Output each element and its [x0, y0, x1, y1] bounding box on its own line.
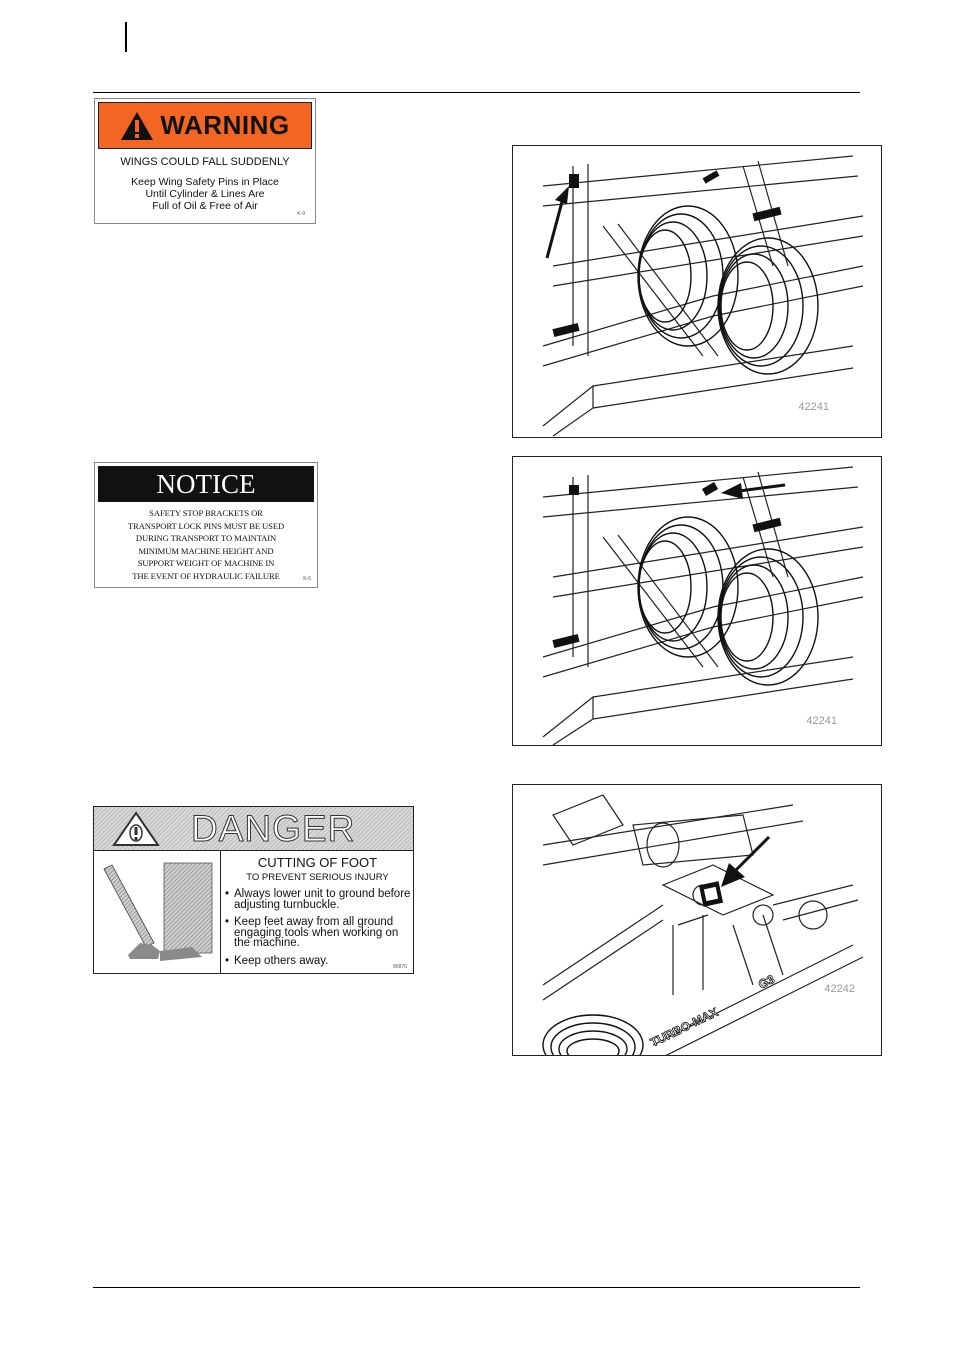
notice-body: SAFETY STOP BRACKETS OR TRANSPORT LOCK P… [99, 507, 313, 583]
figure-hitch-decal: TURBO-MAX G3 42242 [512, 784, 882, 1056]
figure-number: 42242 [824, 983, 855, 995]
danger-heading: CUTTING OF FOOT [257, 855, 378, 870]
warning-decal: WARNING WINGS COULD FALL SUDDENLY Keep W… [94, 98, 316, 224]
danger-bullet-list: Always lower unit to ground before adjus… [224, 888, 413, 973]
danger-bullet: Keep others away. [224, 955, 413, 967]
warning-code: K-9 [297, 211, 305, 217]
machine-illustration [542, 155, 864, 437]
warning-band: WARNING [98, 102, 312, 149]
notice-code: K-5 [303, 576, 311, 582]
notice-decal: NOTICE SAFETY STOP BRACKETS OR TRANSPORT… [94, 462, 318, 588]
danger-text-panel: CUTTING OF FOOT TO PREVENT SERIOUS INJUR… [222, 851, 413, 973]
notice-signal-word: NOTICE [156, 468, 256, 499]
figure-wing-frame-decal-left: 42241 [512, 145, 882, 438]
warning-line-1: WINGS COULD FALL SUDDENLY [120, 156, 290, 168]
machine-illustration [542, 466, 864, 745]
notice-line: MINIMUM MACHINE HEIGHT AND [138, 545, 274, 556]
danger-bullet: Always lower unit to ground before adjus… [224, 888, 413, 910]
header-rule [93, 92, 860, 93]
warning-line-3: Until Cylinder & Lines Are [145, 188, 265, 200]
warning-triangle-icon [121, 111, 154, 140]
figure-number: 42241 [798, 401, 829, 413]
warning-body: Keep Wing Safety Pins in Place Until Cyl… [95, 176, 315, 212]
danger-decal: DANGER CUTTING OF FOOT TO PREVENT SERIOU… [93, 806, 414, 974]
danger-subheading: TO PREVENT SERIOUS INJURY [246, 872, 389, 883]
danger-bullet: Keep feet away from all ground engaging … [224, 916, 413, 948]
warning-signal-word: WARNING [160, 110, 290, 140]
warning-line-2: Keep Wing Safety Pins in Place [131, 176, 279, 188]
danger-band: DANGER [94, 807, 413, 851]
figure-decal-text: TURBO-MAX [648, 1005, 720, 1050]
notice-line: SAFETY STOP BRACKETS OR [149, 508, 263, 518]
notice-band: NOTICE [98, 466, 314, 502]
footer-rule [93, 1287, 860, 1288]
figure-wing-frame-decal-top: 42241 [512, 456, 882, 746]
notice-line: DURING TRANSPORT TO MAINTAIN [135, 533, 277, 544]
notice-line: SUPPORT WEIGHT OF MACHINE IN [137, 558, 275, 569]
danger-alert-icon [112, 811, 160, 846]
figure-decal-text: G3 [756, 972, 777, 992]
machine-illustration: TURBO-MAX G3 [542, 794, 864, 1055]
foot-hazard-pictogram [94, 851, 221, 973]
danger-code: 86870 [393, 964, 407, 970]
danger-signal-word: DANGER [190, 808, 356, 850]
figure-number: 42241 [806, 715, 837, 727]
header-marker [125, 22, 127, 52]
notice-line: THE EVENT OF HYDRAULIC FAILURE [132, 570, 280, 581]
notice-line: TRANSPORT LOCK PINS MUST BE USED [127, 520, 285, 531]
warning-line-4: Full of Oil & Free of Air [152, 200, 258, 212]
